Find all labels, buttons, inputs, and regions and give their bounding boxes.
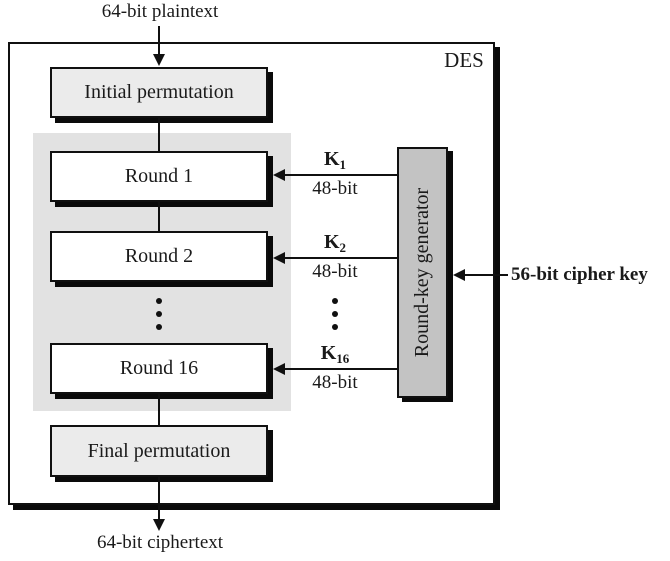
- key-16-subscript: 16: [336, 351, 350, 366]
- arrow-left-icon: [453, 269, 465, 281]
- connector-round1-round2: [158, 202, 160, 231]
- initial-permutation-box: Initial permutation: [50, 67, 268, 118]
- key-16-line: [283, 368, 397, 370]
- connector-ip-round1: [158, 118, 160, 151]
- plaintext-label: 64-bit plaintext: [101, 1, 219, 22]
- arrow-down-icon: [153, 519, 165, 531]
- key-2-bits-label: 48-bit: [312, 261, 358, 282]
- round-1-label: Round 1: [124, 165, 194, 187]
- vertical-ellipsis-icon: [155, 298, 163, 337]
- key-16-symbol: K: [320, 342, 337, 364]
- final-permutation-box: Final permutation: [50, 425, 268, 477]
- cipher-key-line: [463, 274, 508, 276]
- arrow-left-icon: [273, 169, 285, 181]
- ciphertext-label: 64-bit ciphertext: [96, 532, 224, 553]
- connector-round16-fp: [158, 394, 160, 425]
- round-key-generator-label: Round-key generator: [411, 187, 433, 358]
- round-key-generator-box: [397, 147, 448, 398]
- initial-permutation-label: Initial permutation: [84, 81, 234, 103]
- key-1-label: K1: [285, 148, 385, 173]
- key-1-symbol: K: [323, 148, 340, 170]
- key-16-bits-label: 48-bit: [312, 372, 358, 393]
- key-16-label: K16: [285, 342, 385, 367]
- round-1-box: Round 1: [50, 151, 268, 202]
- key-1-line: [283, 174, 397, 176]
- round-16-label: Round 16: [119, 357, 199, 379]
- round-2-label: Round 2: [124, 245, 194, 267]
- round-16-box: Round 16: [50, 343, 268, 394]
- key-2-symbol: K: [323, 231, 340, 253]
- des-title: DES: [444, 48, 484, 72]
- vertical-ellipsis-icon: [331, 298, 339, 337]
- ciphertext-connector-line: [158, 477, 160, 520]
- arrow-left-icon: [273, 363, 285, 375]
- key-2-line: [283, 257, 397, 259]
- cipher-key-label: 56-bit cipher key: [511, 264, 648, 285]
- arrow-left-icon: [273, 252, 285, 264]
- plaintext-connector-line: [158, 26, 160, 55]
- key-1-bits-label: 48-bit: [312, 178, 358, 199]
- key-2-subscript: 2: [339, 240, 347, 255]
- key-1-subscript: 1: [339, 157, 347, 172]
- key-2-label: K2: [285, 231, 385, 256]
- round-2-box: Round 2: [50, 231, 268, 282]
- final-permutation-label: Final permutation: [87, 439, 231, 462]
- arrow-down-icon: [153, 54, 165, 66]
- des-boundary-box: [8, 42, 495, 505]
